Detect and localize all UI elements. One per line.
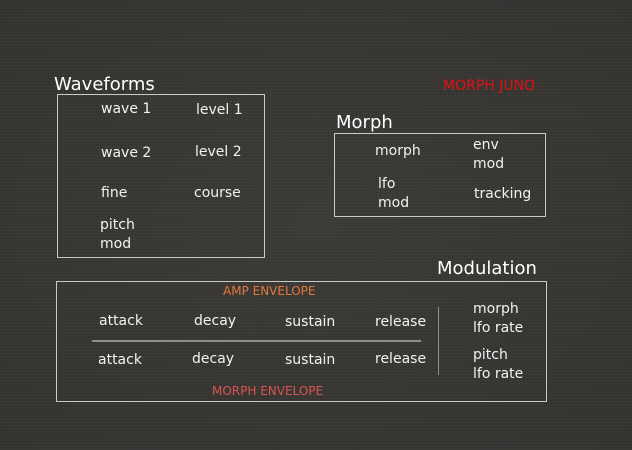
level2-control[interactable]: level 2 (195, 144, 242, 160)
modulation-panel (56, 281, 547, 402)
pitch-lfo-rate-control[interactable]: pitch lfo rate (473, 347, 524, 382)
pitch-mod-control[interactable]: pitch mod (100, 217, 135, 252)
envelope-divider (92, 340, 421, 342)
morph-envelope-caption: MORPH ENVELOPE (212, 384, 324, 398)
tracking-control[interactable]: tracking (474, 186, 532, 202)
waveforms-panel (57, 94, 265, 258)
level1-control[interactable]: level 1 (196, 102, 243, 118)
amp-sustain-control[interactable]: sustain (285, 314, 336, 330)
amp-decay-control[interactable]: decay (194, 313, 237, 329)
fine-control[interactable]: fine (101, 185, 128, 201)
amp-attack-control[interactable]: attack (99, 313, 143, 329)
lfo-divider (438, 307, 439, 375)
waveforms-title: Waveforms (54, 74, 155, 95)
brand-label: MORPH JUNO (443, 78, 536, 94)
morph-panel (334, 133, 546, 217)
wave2-control[interactable]: wave 2 (101, 145, 152, 161)
wave1-control[interactable]: wave 1 (101, 101, 152, 117)
lfo-mod-control[interactable]: lfo mod (378, 176, 410, 211)
morph-sustain-control[interactable]: sustain (285, 352, 336, 368)
morph-control[interactable]: morph (375, 143, 421, 159)
amp-release-control[interactable]: release (375, 314, 427, 330)
course-control[interactable]: course (194, 185, 241, 201)
morph-attack-control[interactable]: attack (98, 352, 142, 368)
modulation-title: Modulation (437, 258, 537, 279)
env-mod-control[interactable]: env mod (473, 137, 505, 172)
amp-envelope-caption: AMP ENVELOPE (223, 284, 316, 298)
morph-title: Morph (336, 112, 393, 133)
morph-lfo-rate-control[interactable]: morph lfo rate (473, 301, 524, 336)
morph-decay-control[interactable]: decay (192, 351, 235, 367)
morph-release-control[interactable]: release (375, 351, 427, 367)
